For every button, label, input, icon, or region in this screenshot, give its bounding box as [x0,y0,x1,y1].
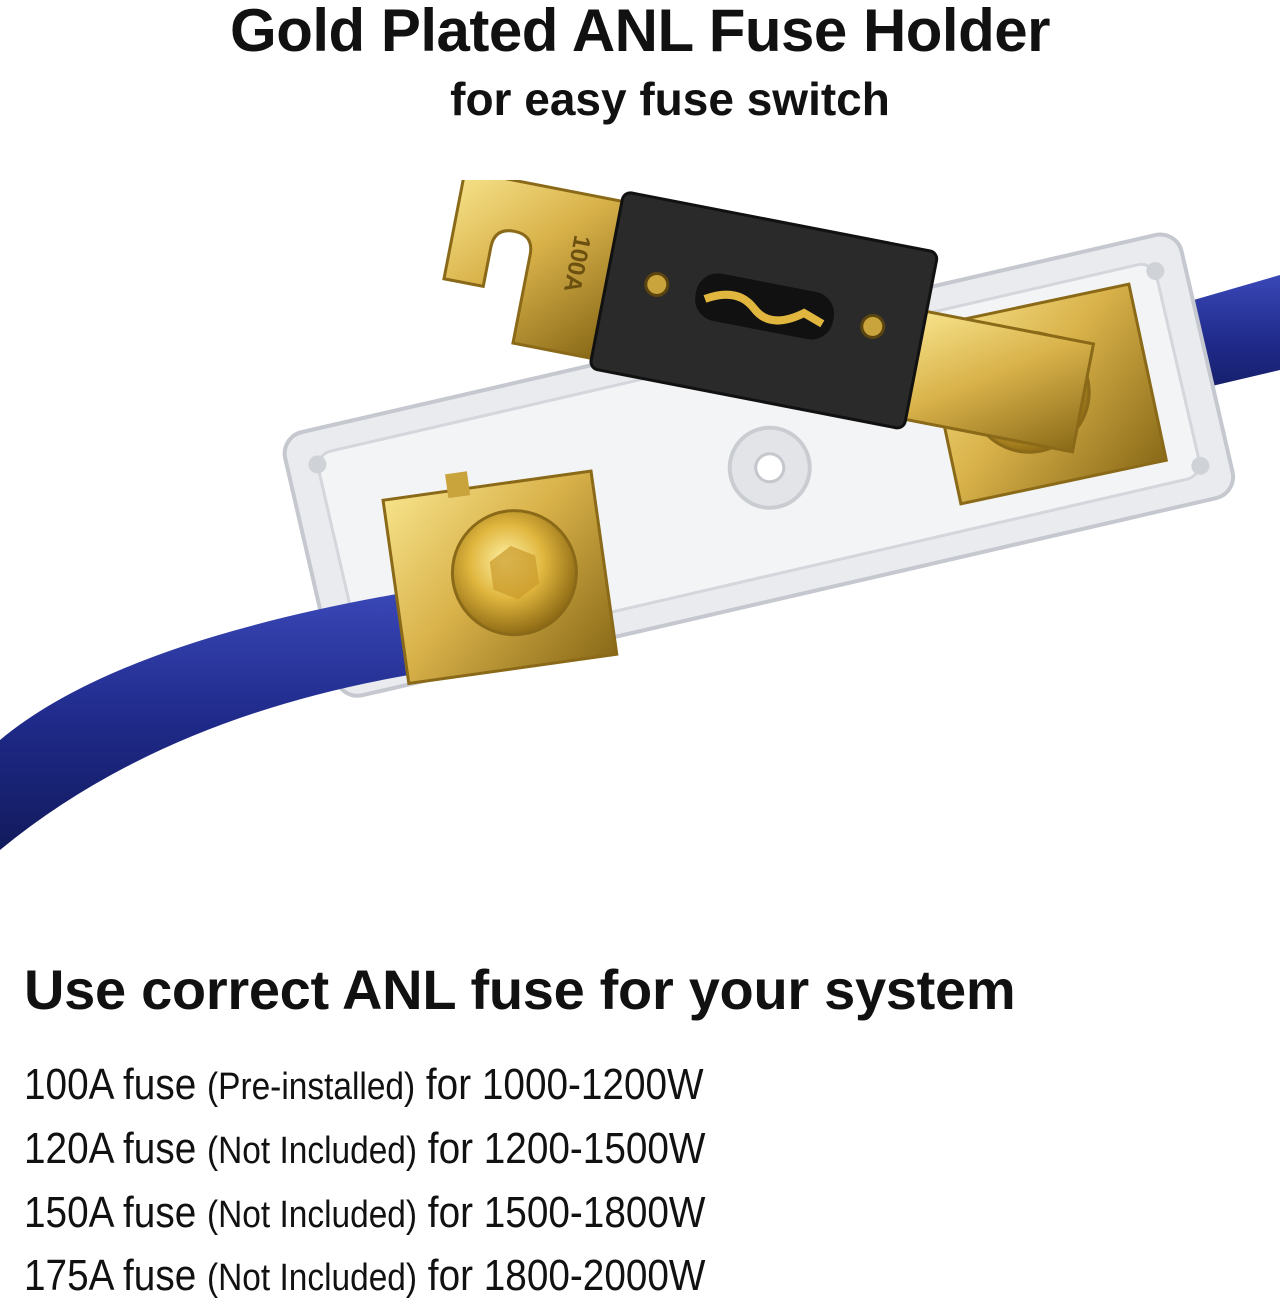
fuse-row: 120A fuse (Not Included) for 1200-1500W [24,1121,705,1179]
fuse-note: (Not Included) [207,1194,418,1236]
page-title: Gold Plated ANL Fuse Holder [230,0,1050,64]
fuse-rating: 175A fuse [24,1251,197,1300]
fuse-note: (Not Included) [207,1257,418,1299]
wattage-range: for 1000-1200W [425,1060,704,1109]
fuse-note: (Not Included) [207,1130,418,1172]
wattage-range: for 1200-1500W [427,1124,706,1173]
left-terminal [381,469,619,686]
fuse-rating: 150A fuse [24,1188,197,1237]
cable-left [0,590,440,850]
fuse-rating: 120A fuse [24,1124,197,1173]
page-subtitle: for easy fuse switch [450,73,890,125]
fuse-rating: 100A fuse [24,1060,197,1109]
fuse-row: 150A fuse (Not Included) for 1500-1800W [24,1185,705,1243]
fuse-row: 175A fuse (Not Included) for 1800-2000W [24,1248,705,1306]
fuse-note: (Pre-installed) [207,1066,416,1108]
wattage-range: for 1800-2000W [427,1251,706,1300]
wattage-range: for 1500-1800W [427,1188,706,1237]
product-photo: 100A [0,180,1280,850]
anl-fuse: 100A [442,180,1096,454]
fuse-row: 100A fuse (Pre-installed) for 1000-1200W [24,1057,704,1115]
fuse-guide-heading: Use correct ANL fuse for your system [24,958,1016,1021]
